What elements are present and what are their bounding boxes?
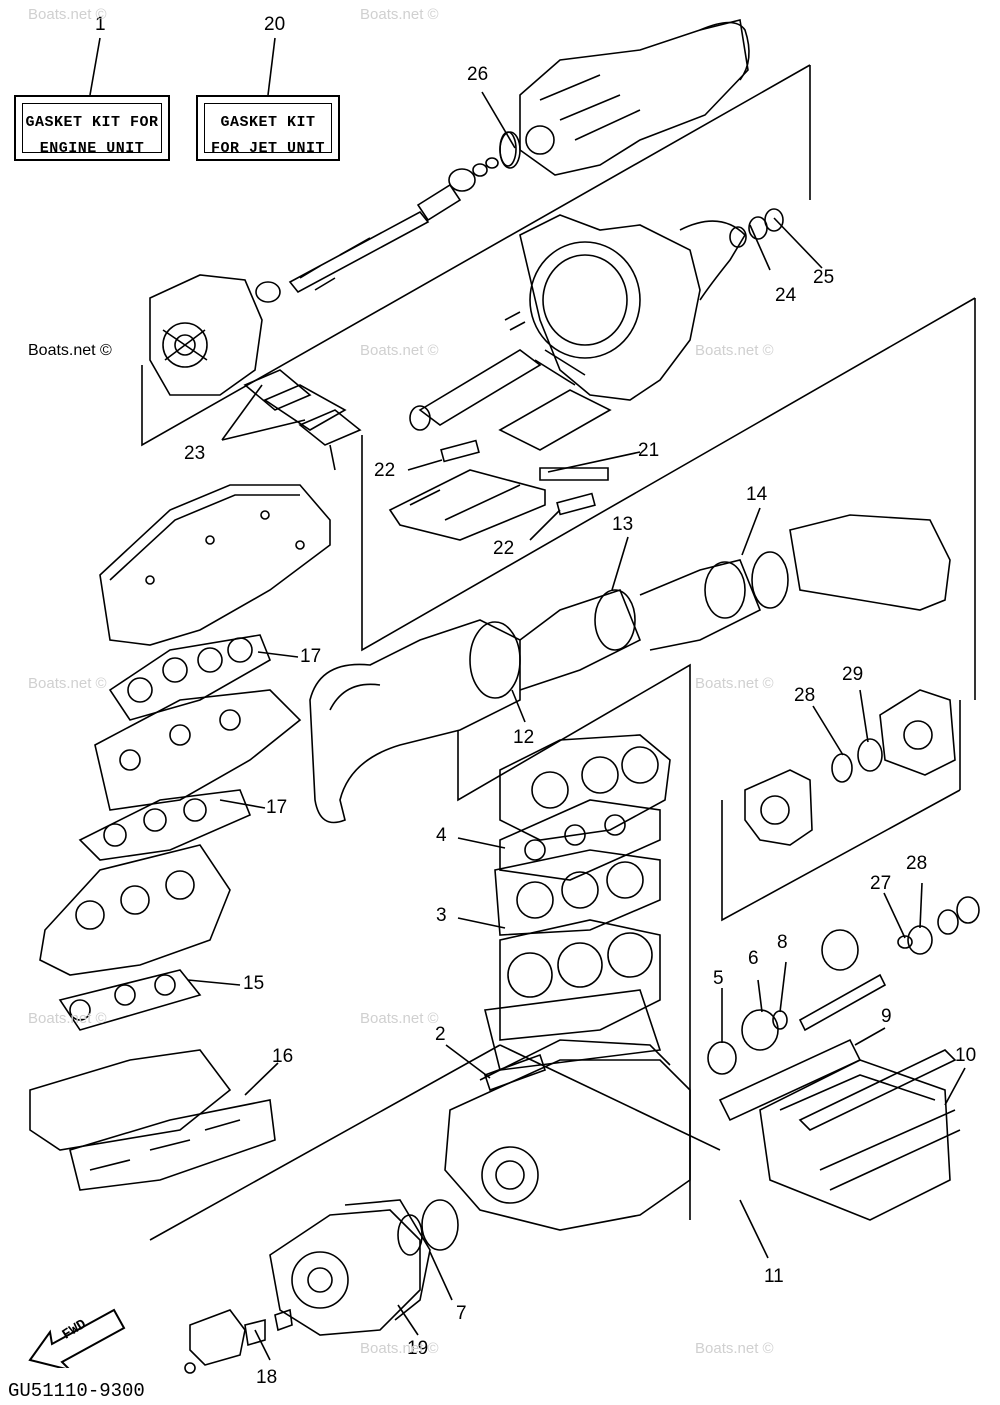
engine-kit-line-2: ENGINE UNIT	[39, 140, 145, 157]
valve-cover	[99, 484, 331, 646]
bearing-housing-left	[149, 274, 263, 396]
watermark: Boats.net ©	[360, 342, 439, 359]
callout-leaders	[89, 37, 966, 1361]
callout-26: 26	[467, 64, 489, 85]
watermark: Boats.net ©	[360, 6, 439, 23]
callout-5: 5	[713, 968, 724, 989]
callout-16: 16	[272, 1046, 294, 1067]
callout-29: 29	[842, 664, 864, 685]
callout-25: 25	[813, 267, 835, 288]
jet-pump-housing	[499, 19, 750, 176]
engine-kit-line-1: GASKET KIT FOR	[25, 114, 159, 131]
callout-22a: 22	[374, 460, 396, 481]
drive-shaft	[255, 131, 517, 303]
callout-20: 20	[264, 14, 286, 35]
watermark: Boats.net ©	[695, 1340, 774, 1357]
watermark: Boats.net ©	[695, 342, 774, 359]
intake-gaskets	[243, 369, 362, 471]
crankcase	[444, 1039, 691, 1231]
callout-1: 1	[95, 14, 106, 35]
cylinder-head	[499, 734, 671, 881]
jet-kit-line-1: GASKET KIT	[220, 114, 316, 131]
watermark: Boats.net ©	[28, 6, 107, 23]
callout-9: 9	[881, 1006, 892, 1027]
callout-18: 18	[256, 1367, 278, 1388]
callout-13: 13	[612, 514, 634, 535]
group-frame-lines	[141, 64, 976, 1241]
callout-17a: 17	[300, 646, 322, 667]
forward-arrow-icon	[28, 1308, 126, 1368]
callout-3: 3	[436, 905, 447, 926]
starter-parts	[184, 1308, 293, 1374]
callout-11: 11	[764, 1266, 784, 1287]
flywheel-cover	[269, 1199, 431, 1336]
engine-gasket-kit-box: GASKET KIT FOR ENGINE UNIT	[14, 95, 170, 161]
callout-7: 7	[456, 1303, 467, 1324]
callout-2: 2	[435, 1024, 446, 1045]
callout-4: 4	[436, 825, 447, 846]
callout-14: 14	[746, 484, 768, 505]
watermark: Boats.net ©	[360, 1340, 439, 1357]
callout-21: 21	[638, 440, 660, 461]
exhaust-pipe	[309, 514, 951, 824]
exhaust-cover	[718, 1038, 961, 1221]
water-inlet-pipe	[409, 349, 612, 451]
watermark: Boats.net ©	[360, 1010, 439, 1027]
callout-23: 23	[184, 443, 206, 464]
callout-8: 8	[777, 932, 788, 953]
watermark: Boats.net ©	[28, 1010, 107, 1027]
cylinder-block	[484, 849, 662, 1071]
head-gasket-17	[78, 634, 302, 861]
callout-19: 19	[407, 1338, 429, 1359]
callout-10: 10	[955, 1045, 977, 1066]
callout-22b: 22	[493, 538, 515, 559]
callout-17b: 17	[266, 797, 288, 818]
intake-manifold	[29, 844, 276, 1191]
jet-gasket-kit-box: GASKET KIT FOR JET UNIT	[196, 95, 340, 161]
brand-label: Boats.net ©	[28, 342, 112, 359]
pump-coupling	[744, 689, 956, 846]
callout-24: 24	[775, 285, 797, 306]
diagram-code: GU51110-9300	[8, 1380, 145, 1402]
mounting-bracket	[388, 439, 609, 541]
callout-27: 27	[870, 873, 892, 894]
watermark: Boats.net ©	[28, 675, 107, 692]
callout-15: 15	[243, 973, 265, 994]
callout-28a: 28	[794, 685, 816, 706]
callout-12: 12	[513, 727, 535, 748]
callout-28b: 28	[906, 853, 928, 874]
impeller-housing	[504, 208, 784, 401]
watermark: Boats.net ©	[695, 675, 774, 692]
callout-6: 6	[748, 948, 759, 969]
jet-kit-line-2: FOR JET UNIT	[210, 140, 326, 157]
seals-and-bearings	[397, 896, 980, 1256]
